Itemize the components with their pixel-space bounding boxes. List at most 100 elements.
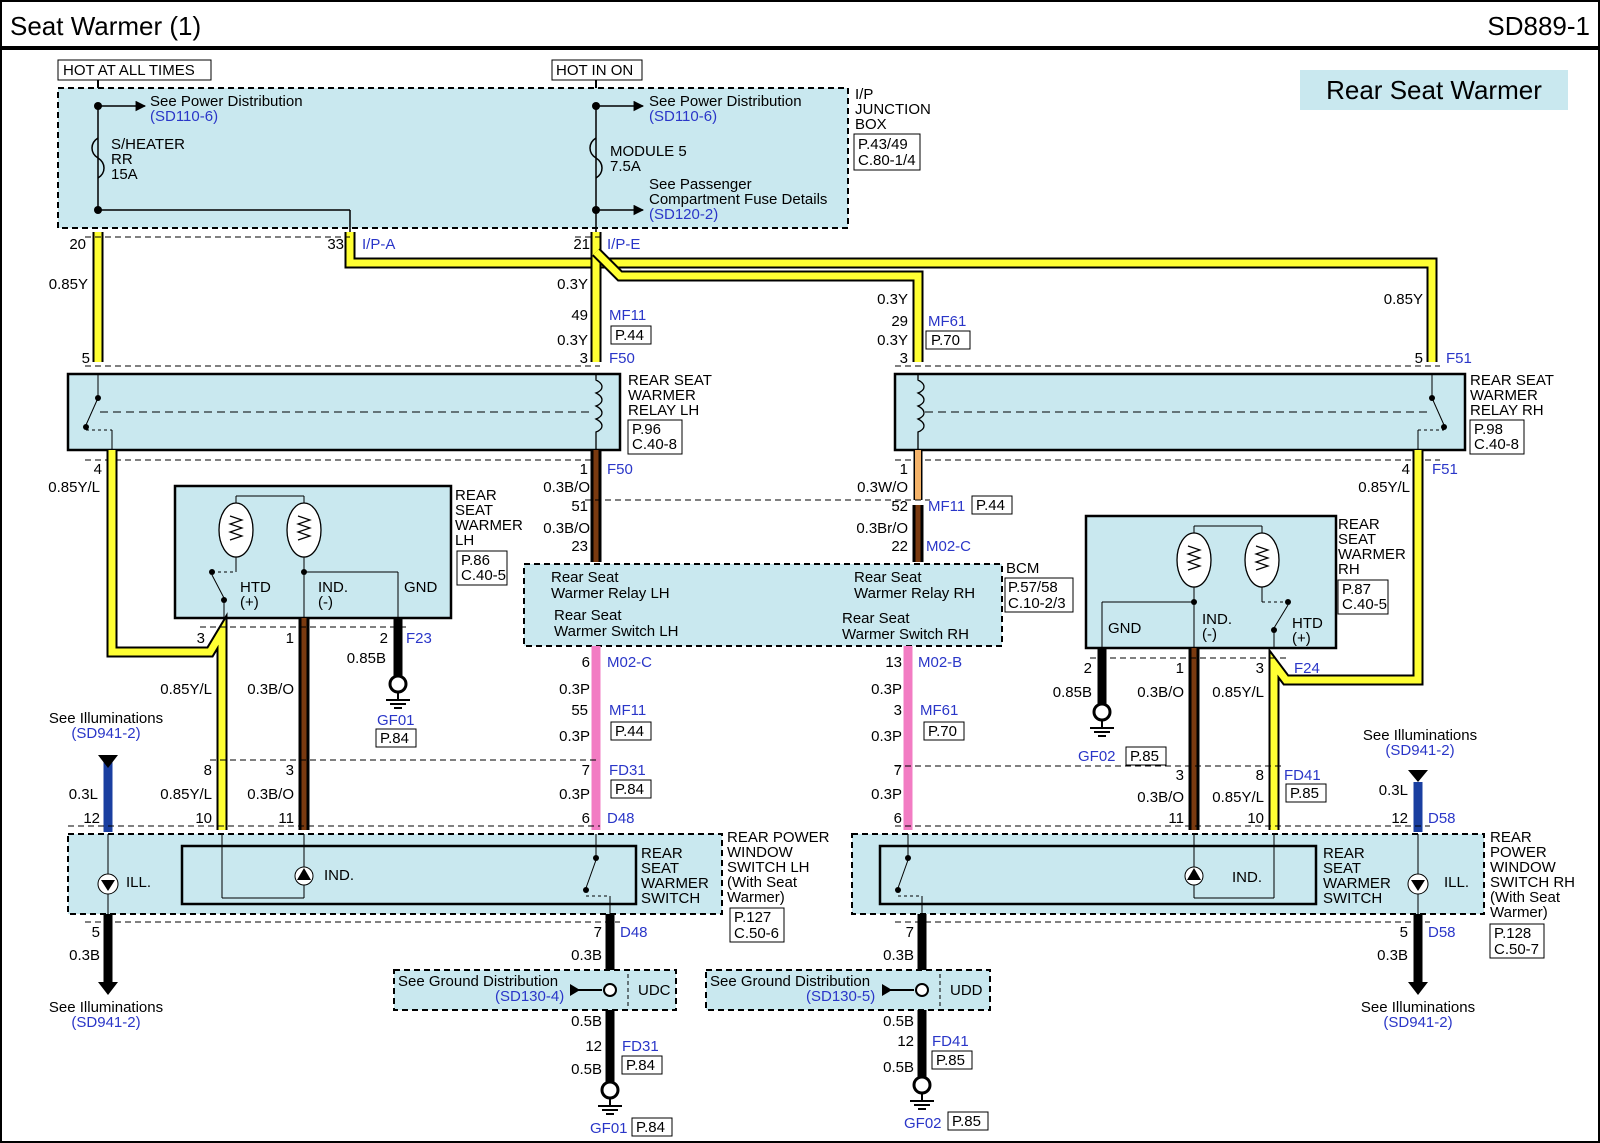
warmer-lh-name-2: SEAT bbox=[455, 502, 493, 519]
bcm-ref-2: C.10-2/3 bbox=[1008, 595, 1066, 612]
wire-label: 0.3P bbox=[871, 681, 902, 698]
pin-1: 1 bbox=[286, 630, 294, 647]
conn-f51[interactable]: F51 bbox=[1432, 461, 1458, 478]
relay-rh-name-1: REAR SEAT bbox=[1470, 372, 1554, 389]
pin-1: 1 bbox=[900, 461, 908, 478]
pin-7: 7 bbox=[894, 762, 902, 779]
ref-box bbox=[1489, 923, 1545, 959]
ground-gf01[interactable]: GF01 bbox=[377, 712, 415, 729]
conn-d48[interactable]: D48 bbox=[620, 924, 648, 941]
illum-top-right-ref[interactable]: (SD941-2) bbox=[1385, 742, 1454, 759]
supply-label-left: HOT AT ALL TIMES bbox=[63, 62, 195, 79]
switch-lh-name-1: REAR POWER bbox=[727, 829, 830, 846]
switch-rh-inner-4: SWITCH bbox=[1323, 890, 1382, 907]
pin-7: 7 bbox=[906, 924, 914, 941]
wire-label: 0.3Br/O bbox=[856, 520, 908, 537]
illum-bottom-left-ref[interactable]: (SD941-2) bbox=[71, 1014, 140, 1031]
conn-d58[interactable]: D58 bbox=[1428, 924, 1456, 941]
fuse-left-name: S/HEATER bbox=[111, 136, 185, 153]
conn-m02b[interactable]: M02-B bbox=[918, 654, 962, 671]
ground-gf02[interactable]: GF02 bbox=[1078, 748, 1116, 765]
conn-fd31[interactable]: FD31 bbox=[609, 762, 646, 779]
ref-box bbox=[1469, 419, 1525, 455]
section-title-box bbox=[1300, 70, 1568, 110]
switch-rh-name-3: WINDOW bbox=[1490, 859, 1557, 876]
conn-d58[interactable]: D58 bbox=[1428, 810, 1456, 827]
ip-ref-2: C.80-1/4 bbox=[858, 152, 916, 169]
ground-right-ref[interactable]: (SD130-5) bbox=[806, 988, 875, 1005]
illum-bottom-right-ref[interactable]: (SD941-2) bbox=[1383, 1014, 1452, 1031]
pd-left-text: See Power Distribution bbox=[150, 93, 303, 110]
wire-label: 0.85Y/L bbox=[1212, 684, 1264, 701]
illum-top-left-ref[interactable]: (SD941-2) bbox=[71, 725, 140, 742]
lh-htd-sign: (+) bbox=[240, 594, 259, 611]
conn-mf11[interactable]: MF11 bbox=[609, 307, 646, 324]
conn-mf11[interactable]: MF11 bbox=[928, 498, 965, 515]
switch-rh-ref-2: C.50-7 bbox=[1494, 941, 1539, 958]
bcm-box bbox=[523, 563, 1003, 647]
wire-label: 0.3W/O bbox=[857, 479, 908, 496]
fuse-icon bbox=[589, 137, 603, 179]
pink-wires bbox=[591, 646, 913, 830]
conn-fd41[interactable]: FD41 bbox=[932, 1033, 969, 1050]
ground-icon bbox=[598, 1080, 622, 1115]
conn-f24[interactable]: F24 bbox=[1294, 660, 1320, 677]
conn-ipe[interactable]: I/P-E bbox=[607, 236, 640, 253]
ref-p70: P.70 bbox=[931, 332, 960, 349]
pin-12: 12 bbox=[83, 810, 100, 827]
pin-5: 5 bbox=[82, 350, 90, 367]
ground-left-ref[interactable]: (SD130-4) bbox=[495, 988, 564, 1005]
warmer-lh-ref-1: P.86 bbox=[461, 552, 490, 569]
conn-f23[interactable]: F23 bbox=[406, 630, 432, 647]
bcm-switch-lh-1: Rear Seat bbox=[554, 607, 622, 624]
ref-box bbox=[971, 495, 1013, 515]
pcf-ref[interactable]: (SD120-2) bbox=[649, 206, 718, 223]
rh-ind-sign: (-) bbox=[1202, 626, 1217, 643]
section-title: Rear Seat Warmer bbox=[1326, 75, 1542, 105]
ground-gf01[interactable]: GF01 bbox=[590, 1120, 628, 1137]
ground-gf02[interactable]: GF02 bbox=[904, 1115, 942, 1132]
conn-mf61[interactable]: MF61 bbox=[920, 702, 958, 719]
conn-d48[interactable]: D48 bbox=[607, 810, 635, 827]
illum-top-left: See Illuminations bbox=[49, 710, 163, 727]
switch-lh-inner-1: REAR bbox=[641, 845, 683, 862]
ill-lamp-icon bbox=[1411, 880, 1425, 891]
conn-m02c[interactable]: M02-C bbox=[926, 538, 971, 555]
conn-fd41[interactable]: FD41 bbox=[1284, 767, 1321, 784]
pin-3: 3 bbox=[580, 350, 588, 367]
pin-10: 10 bbox=[1247, 810, 1264, 827]
pd-left-ref[interactable]: (SD110-6) bbox=[150, 108, 218, 125]
pin-4: 4 bbox=[1402, 461, 1410, 478]
wire-label: 0.3B/O bbox=[1137, 684, 1184, 701]
switch-rh-ref-1: P.128 bbox=[1494, 925, 1531, 942]
pin-11: 11 bbox=[1168, 810, 1184, 827]
ground-distribution-right bbox=[705, 969, 991, 1011]
conn-m02c[interactable]: M02-C bbox=[607, 654, 652, 671]
bcm-relay-rh-2: Warmer Relay RH bbox=[854, 585, 975, 602]
fuse-left-circuit: RR bbox=[111, 151, 133, 168]
bcm-switch-rh-1: Rear Seat bbox=[842, 610, 910, 627]
conn-f50[interactable]: F50 bbox=[609, 350, 635, 367]
conn-mf11[interactable]: MF11 bbox=[609, 702, 646, 719]
ref-p85: P.85 bbox=[1130, 748, 1159, 765]
conn-f50[interactable]: F50 bbox=[607, 461, 633, 478]
pin-21: 21 bbox=[573, 236, 590, 253]
pcf-line1: See Passenger bbox=[649, 176, 752, 193]
conn-f51[interactable]: F51 bbox=[1446, 350, 1472, 367]
switch-rh-name-1: REAR bbox=[1490, 829, 1532, 846]
conn-fd31[interactable]: FD31 bbox=[622, 1038, 659, 1055]
pin-3: 3 bbox=[197, 630, 205, 647]
ref-box bbox=[1125, 746, 1167, 766]
pin-12: 12 bbox=[897, 1033, 914, 1050]
pd-right-ref[interactable]: (SD110-6) bbox=[649, 108, 717, 125]
power-window-switch-rh bbox=[851, 833, 1485, 915]
wire-label: 0.3P bbox=[559, 728, 590, 745]
relay-rh bbox=[893, 372, 1467, 452]
relay-to-bcm-wires bbox=[590, 450, 924, 562]
wire-label: 0.3B/O bbox=[543, 479, 590, 496]
ref-p84: P.84 bbox=[380, 730, 409, 747]
conn-mf61[interactable]: MF61 bbox=[928, 313, 966, 330]
warmer-rh-name-1: REAR bbox=[1338, 516, 1380, 533]
conn-ipa[interactable]: I/P-A bbox=[362, 236, 395, 253]
ref-p84: P.84 bbox=[636, 1119, 665, 1136]
